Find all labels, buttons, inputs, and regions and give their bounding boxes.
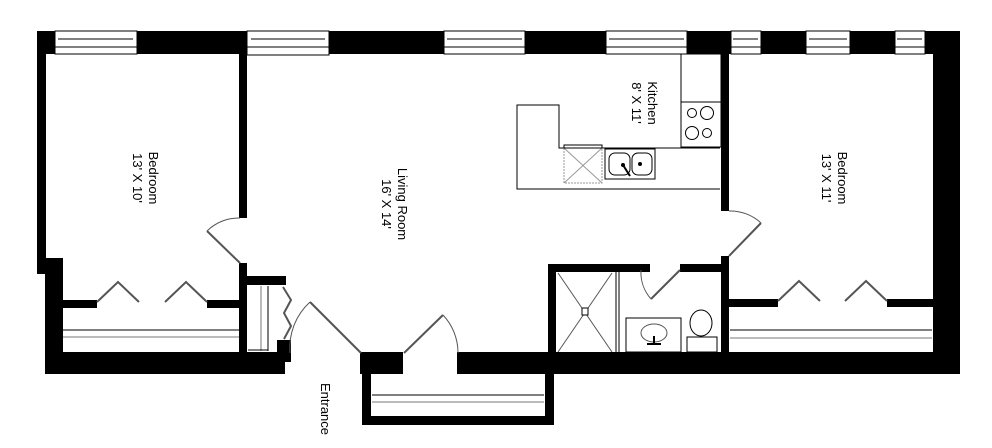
fridge: [680, 53, 722, 103]
door-entrance-left: [289, 301, 362, 354]
label-bedroom-right-dims: 13' X 11': [819, 154, 834, 203]
doors: [96, 210, 888, 354]
label-kitchen-dims: 8' X 11': [629, 82, 644, 124]
toilet-bowl: [689, 309, 713, 337]
label-entrance: Entrance: [318, 383, 333, 435]
window-5: [730, 30, 762, 55]
window-1: [54, 30, 138, 55]
interior-walls: [62, 54, 934, 354]
closets: [63, 286, 932, 403]
kitchen-fixtures: [516, 53, 722, 190]
label-living-room-dims: 16' X 14': [379, 179, 394, 229]
window-2: [246, 30, 330, 56]
label-kitchen-name: Kitchen: [645, 81, 660, 124]
window-6: [805, 30, 851, 55]
window-4: [605, 30, 688, 55]
closet-linen: [248, 286, 269, 351]
room-labels: Bedroom 13' X 10' Living Room 16' X 14' …: [130, 81, 850, 435]
windows: [54, 30, 926, 56]
door-bathroom: [640, 269, 681, 300]
bifold-linen: [282, 286, 293, 340]
door-left-bedroom: [206, 217, 241, 264]
window-7: [894, 30, 926, 55]
label-bedroom-right-name: Bedroom: [835, 152, 850, 205]
stove: [680, 101, 722, 148]
bifold-left-1: [96, 280, 140, 303]
door-entrance-right: [403, 314, 459, 354]
label-bedroom-left-name: Bedroom: [146, 152, 161, 205]
bifold-right-2: [844, 279, 888, 302]
closet-vestibule: [372, 394, 544, 403]
door-right-bedroom: [728, 210, 762, 257]
closet-left-bedroom: [63, 329, 239, 338]
window-3: [443, 30, 526, 55]
closet-right-bedroom: [730, 329, 932, 339]
bathroom-fixtures: [557, 272, 718, 353]
label-living-room-name: Living Room: [395, 168, 410, 240]
label-bedroom-left-dims: 13' X 10': [130, 153, 145, 203]
toilet-tank: [686, 336, 718, 353]
exterior-walls: [37, 31, 960, 425]
bifold-right-1: [777, 279, 821, 302]
bifold-left-2: [164, 280, 208, 303]
